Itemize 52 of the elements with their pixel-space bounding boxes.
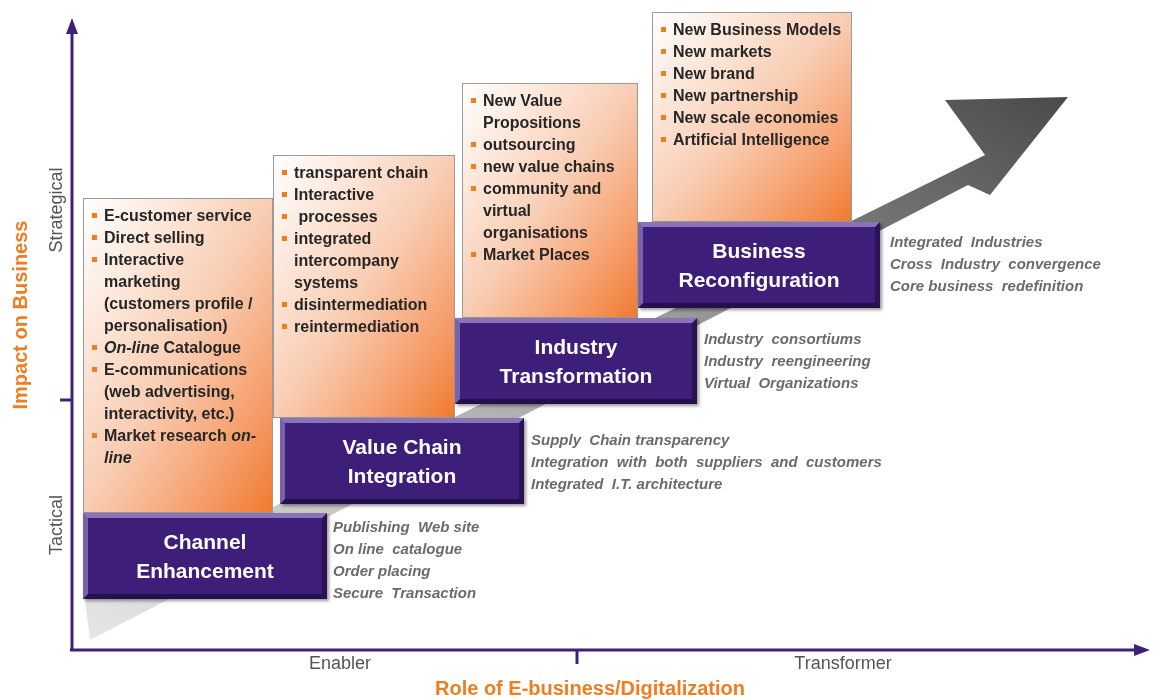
bullet-text: transparent chain — [294, 163, 429, 183]
bullet-text: community and virtual organisations — [483, 179, 603, 243]
bullet-text: New Business Models — [673, 20, 842, 40]
bullet-text: On-line Catalogue — [104, 338, 241, 358]
stage-example: Publishing Web site — [333, 517, 480, 537]
bullet-text: Direct selling — [104, 228, 205, 248]
bullet-card — [273, 155, 455, 418]
bullet-text: Interactive — [294, 185, 375, 205]
axis-label: Enabler — [309, 651, 371, 675]
stage-box — [455, 318, 697, 404]
stage-title: Channel Enhancement — [135, 529, 275, 584]
stage-example: Industry reengineering — [704, 351, 871, 371]
bullet-text: E-communications (web advertising, interactivity, etc.) — [104, 360, 249, 424]
stage-title: Industry Transformation — [498, 334, 654, 389]
bullet-text: new value chains — [483, 157, 615, 177]
stage-example: Order placing — [333, 561, 432, 581]
bullet-text: New markets — [673, 42, 772, 62]
bullet-text: Market research on-line — [104, 426, 258, 468]
axis-label: Tactical — [44, 495, 67, 555]
stage-title: Business Reconfiguration — [677, 238, 841, 293]
bullet-text: Interactive marketing (customers profile / personalisation) — [104, 250, 254, 336]
bullet-text: outsourcing — [483, 135, 576, 155]
bullet-card — [652, 12, 852, 222]
bullet-text: New scale economies — [673, 108, 839, 128]
stage-example: Integration with both suppliers and customers — [531, 452, 882, 472]
axis-label: Strategical — [44, 167, 67, 253]
stage-example: Supply Chain transparency — [531, 430, 731, 450]
stage-example: Integrated Industries — [890, 232, 1044, 252]
stage-box — [280, 418, 524, 504]
axis-label: Role of E-business/Digitalization — [435, 676, 745, 700]
axis-label: Transformer — [794, 651, 892, 675]
stage-title: Value Chain Integration — [341, 434, 463, 489]
bullet-text: E-customer service — [104, 206, 252, 226]
bullet-text: New partnership — [673, 86, 799, 106]
stage-example: Industry consortiums — [704, 329, 863, 349]
stage-box — [83, 513, 327, 599]
bullet-text: Artificial Intelligence — [673, 130, 830, 150]
stage-example: Core business redefinition — [890, 276, 1085, 296]
bullet-text: New brand — [673, 64, 755, 84]
stage-box — [638, 222, 880, 308]
stage-example: Integrated I.T. architecture — [531, 474, 724, 494]
bullet-card — [462, 83, 638, 318]
bullet-text: reintermediation — [294, 317, 420, 337]
stage-example: Cross Industry convergence — [890, 254, 1101, 274]
stage-example: On line catalogue — [333, 539, 464, 559]
bullet-card — [83, 198, 273, 513]
stage-example: Virtual Organizations — [704, 373, 860, 393]
bullet-text: Market Places — [483, 245, 590, 265]
bullet-text: disintermediation — [294, 295, 428, 315]
stage-example: Secure Transaction — [333, 583, 478, 603]
axis-label: Impact on Business — [8, 220, 32, 410]
bullet-text: processes — [297, 207, 378, 227]
